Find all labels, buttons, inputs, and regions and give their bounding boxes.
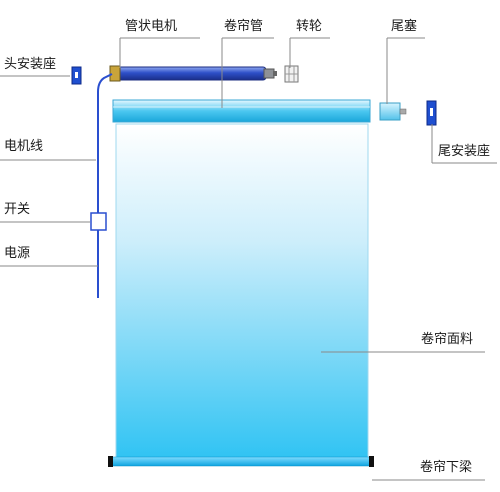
label-tube-motor: 管状电机 <box>125 19 178 34</box>
end-plug <box>379 102 407 121</box>
label-switch: 开关 <box>4 202 31 217</box>
tail-mount-bracket <box>426 100 437 126</box>
label-end-plug: 尾塞 <box>391 19 418 34</box>
label-power: 电源 <box>4 246 31 261</box>
label-head-mount: 头安装座 <box>4 57 57 72</box>
label-wheel: 转轮 <box>296 19 323 34</box>
label-roller-tube: 卷帘管 <box>224 19 264 34</box>
motor-wire <box>97 73 113 213</box>
drive-wheel <box>284 65 299 83</box>
roller-tube <box>112 99 371 123</box>
label-bottom-bar: 卷帘下梁 <box>420 460 473 475</box>
label-motor-wire: 电机线 <box>4 139 44 154</box>
switch-box <box>90 212 107 231</box>
label-fabric: 卷帘面料 <box>421 332 474 347</box>
tubular-motor <box>117 66 267 81</box>
leader-lines <box>0 37 497 481</box>
label-tail-mount: 尾安装座 <box>438 144 491 159</box>
bottom-bar <box>108 456 374 467</box>
blind-fabric <box>115 123 369 461</box>
head-mount-bracket <box>71 66 82 85</box>
